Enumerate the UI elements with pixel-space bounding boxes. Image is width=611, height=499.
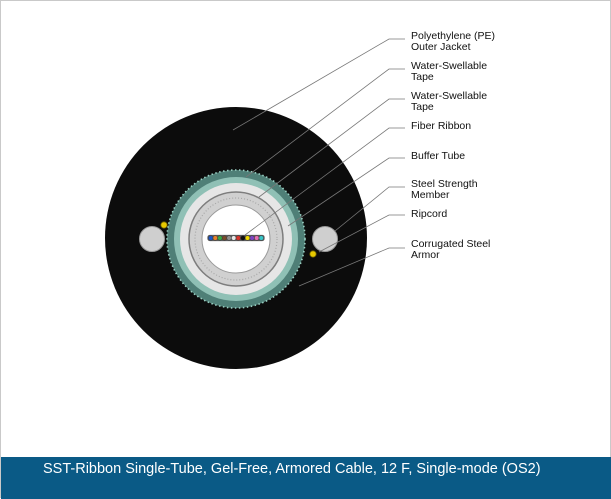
leader-line-outer-jacket — [232, 38, 405, 131]
caption-bar: SST-Ribbon Single-Tube, Gel-Free, Armore… — [1, 457, 611, 499]
leader-line-ripcord — [318, 214, 405, 253]
label-water-swellable-tape-1: Water-Swellable Tape — [411, 60, 490, 83]
leader-line-water-swellable-tape-2 — [258, 98, 405, 198]
leader-line-armor — [298, 247, 405, 287]
label-fiber-ribbon: Fiber Ribbon — [411, 120, 471, 132]
leader-line-fiber-ribbon — [244, 127, 405, 236]
product-caption: SST-Ribbon Single-Tube, Gel-Free, Armore… — [43, 461, 541, 477]
fiber-8 — [240, 235, 246, 241]
cable-cross-section-diagram: Polyethylene (PE) Outer Jacket Water-Swe… — [105, 30, 498, 369]
leader-line-buffer-tube — [287, 157, 405, 227]
fiber-5 — [226, 235, 232, 241]
buffer-tube-texture — [194, 197, 278, 281]
label-steel-strength-member: Steel Strength Member — [411, 178, 480, 201]
fiber-7 — [235, 235, 241, 241]
fiber-12 — [258, 235, 264, 241]
leader-line-strength-member — [334, 186, 405, 232]
label-corrugated-steel-armor: Corrugated Steel Armor — [411, 238, 493, 261]
label-outer-jacket: Polyethylene (PE) Outer Jacket — [411, 30, 498, 53]
label-buffer-tube: Buffer Tube — [411, 150, 465, 162]
fiber-11 — [254, 235, 260, 241]
fiber-ribbon — [207, 234, 265, 242]
strength-member-left — [139, 226, 165, 252]
ripcord-bottom — [309, 250, 317, 258]
label-ripcord: Ripcord — [411, 208, 447, 220]
leader-line-water-swellable-tape-1 — [245, 68, 405, 178]
ripcord-top — [160, 221, 168, 229]
fiber-6 — [231, 235, 237, 241]
strength-member-right — [312, 226, 338, 252]
fiber-9 — [244, 235, 250, 241]
fiber-10 — [249, 235, 255, 241]
fiber-1 — [208, 235, 214, 241]
fiber-2 — [212, 235, 218, 241]
component-labels: Polyethylene (PE) Outer Jacket Water-Swe… — [411, 30, 498, 261]
label-water-swellable-tape-2: Water-Swellable Tape — [411, 90, 490, 113]
leader-lines — [232, 38, 405, 287]
fiber-3 — [217, 235, 223, 241]
fiber-4 — [221, 235, 227, 241]
